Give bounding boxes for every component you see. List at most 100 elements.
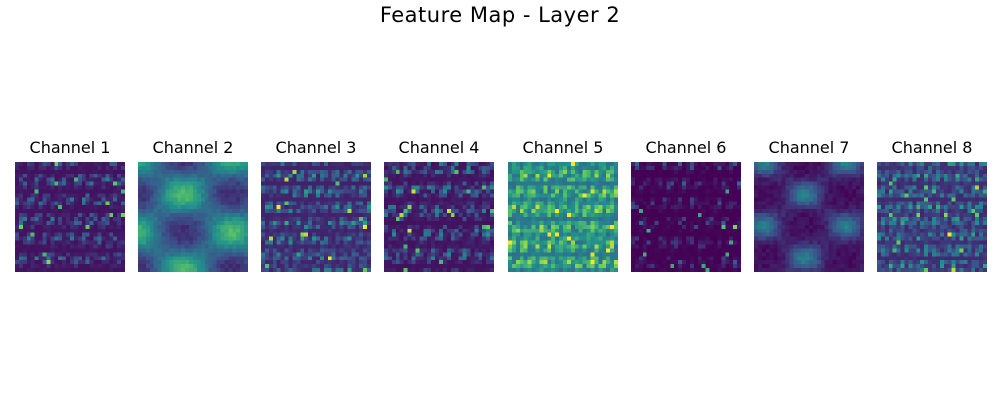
heatmap-cell — [117, 260, 122, 265]
heatmap-cell — [674, 193, 679, 198]
heatmap-cell — [682, 193, 686, 198]
heatmap-cell — [543, 224, 548, 229]
heatmap-cell — [454, 201, 459, 206]
heatmap-cell — [582, 256, 587, 261]
heatmap-cell — [399, 228, 404, 233]
heatmap-cell — [359, 181, 364, 186]
heatmap-cell — [264, 220, 269, 225]
heatmap-cell — [319, 232, 324, 237]
heatmap-cell — [85, 260, 90, 265]
heatmap-cell — [610, 256, 615, 261]
heatmap-cell — [288, 232, 293, 237]
heatmap-cell — [470, 169, 475, 174]
heatmap-cell — [570, 217, 575, 221]
heatmap-cell — [662, 213, 667, 217]
heatmap-cell — [539, 162, 544, 166]
heatmap-cell — [81, 169, 86, 174]
heatmap-cell — [121, 224, 125, 229]
heatmap-cell — [268, 244, 273, 249]
heatmap-cell — [276, 264, 281, 269]
heatmap-cell — [292, 173, 297, 178]
heatmap-cell — [686, 162, 690, 166]
heatmap-cell — [812, 177, 817, 182]
heatmap-cell — [331, 252, 336, 257]
heatmap-cell — [606, 232, 611, 237]
heatmap-cell — [789, 185, 794, 190]
heatmap-cell — [347, 244, 352, 249]
heatmap-cell — [15, 236, 19, 241]
heatmap-cell — [101, 189, 106, 194]
heatmap-cell — [547, 248, 552, 253]
heatmap-cell — [109, 181, 114, 186]
heatmap-cell — [327, 177, 332, 182]
heatmap-cell — [674, 162, 679, 166]
heatmap-cell — [343, 162, 348, 166]
heatmap-cell — [77, 248, 82, 253]
heatmap-cell — [38, 177, 43, 182]
heatmap-cell — [515, 260, 520, 265]
heatmap-cell — [523, 217, 528, 221]
heatmap-cell — [173, 201, 178, 206]
heatmap-cell — [769, 185, 774, 190]
heatmap-cell — [435, 260, 439, 265]
heatmap-cell — [200, 268, 205, 272]
heatmap-cell — [204, 260, 209, 265]
heatmap-cell — [586, 256, 591, 261]
heatmap-cell — [288, 169, 293, 174]
heatmap-cell — [836, 169, 841, 174]
heatmap-cell — [658, 260, 663, 265]
heatmap-cell — [566, 213, 571, 217]
heatmap-cell — [809, 162, 813, 166]
heatmap-cell — [423, 197, 428, 202]
heatmap-cell — [173, 256, 178, 261]
heatmap-cell — [38, 236, 43, 241]
heatmap-cell — [431, 165, 436, 170]
heatmap-cell — [153, 268, 158, 272]
heatmap-cell — [686, 264, 690, 269]
heatmap-cell — [193, 264, 197, 269]
heatmap-cell — [508, 232, 512, 237]
heatmap-cell — [511, 169, 516, 174]
heatmap-cell — [662, 205, 667, 210]
heatmap-cell — [141, 220, 146, 225]
heatmap-cell — [403, 197, 408, 202]
heatmap-cell — [42, 248, 47, 253]
heatmap-cell — [288, 224, 293, 229]
heatmap-cell — [777, 189, 782, 194]
heatmap-cell — [181, 205, 186, 210]
heatmap-cell — [631, 177, 635, 182]
heatmap-cell — [693, 236, 698, 241]
heatmap-cell — [490, 228, 494, 233]
heatmap-cell — [551, 228, 556, 233]
heatmap-cell — [594, 201, 599, 206]
heatmap-cell — [789, 193, 794, 198]
heatmap-cell — [446, 162, 451, 166]
heatmap-cell — [805, 181, 809, 186]
heatmap-cell — [268, 224, 273, 229]
heatmap-cell — [682, 236, 686, 241]
heatmap-cell — [220, 205, 225, 210]
heatmap-cell — [200, 236, 205, 241]
heatmap-cell — [66, 209, 70, 214]
heatmap-cell — [519, 193, 524, 198]
heatmap-cell — [403, 228, 408, 233]
heatmap-cell — [173, 224, 178, 229]
heatmap-cell — [666, 224, 671, 229]
heatmap-cell — [539, 181, 544, 186]
heatmap-cell — [482, 193, 487, 198]
heatmap-cell — [399, 209, 404, 214]
heatmap-cell — [442, 268, 447, 272]
heatmap-cell — [539, 213, 544, 217]
heatmap-cell — [300, 173, 305, 178]
heatmap-cell — [185, 205, 190, 210]
heatmap-cell — [570, 185, 575, 190]
heatmap-cell — [296, 205, 301, 210]
heatmap-cell — [658, 162, 663, 166]
heatmap-cell — [193, 236, 197, 241]
heatmap-cell — [490, 185, 494, 190]
heatmap-cell — [563, 177, 567, 182]
heatmap-cell — [610, 268, 615, 272]
heatmap-cell — [689, 173, 694, 178]
heatmap-cell — [240, 169, 245, 174]
heatmap-cell — [407, 264, 412, 269]
